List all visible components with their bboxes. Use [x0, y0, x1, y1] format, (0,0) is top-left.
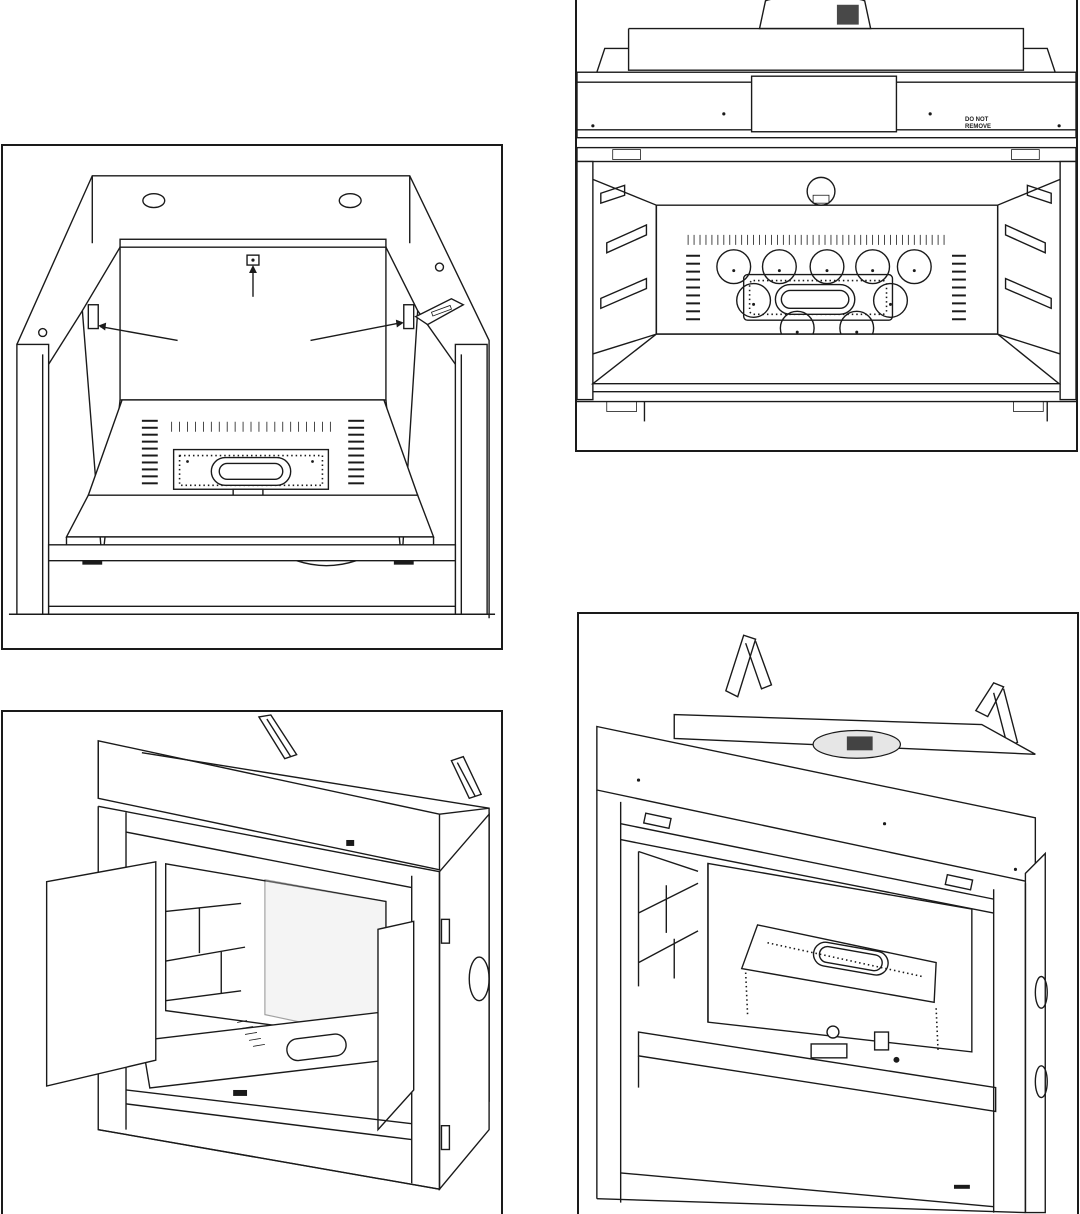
brick-pattern [639, 852, 699, 987]
gas-valve [811, 1044, 847, 1058]
do-not-label: DO NOT [965, 117, 988, 123]
brick-pattern-right [1006, 185, 1052, 308]
hearth-lip [593, 334, 1059, 384]
top-rail [120, 239, 386, 247]
firebox-open-doors-drawing [3, 712, 501, 1214]
left-frame-post [17, 344, 49, 614]
left-door-open [47, 862, 156, 1086]
right-frame-post [455, 344, 487, 614]
vent-hole [339, 194, 361, 208]
viewing-window [752, 76, 897, 132]
figure-burner-installation-view [577, 612, 1079, 1214]
top-face-panel [98, 741, 439, 870]
burner-port [775, 285, 854, 315]
fastener-circle [807, 177, 835, 205]
brick-pattern-left [601, 185, 647, 308]
burner-installation-drawing [579, 614, 1077, 1214]
right-bracket [404, 305, 414, 329]
figure-interior-front-view [1, 144, 503, 650]
hearth-lip [66, 495, 433, 537]
firebox-front-drawing [3, 146, 501, 648]
left-bracket [88, 305, 98, 329]
base-frame [49, 545, 456, 614]
standoff-bracket [726, 635, 756, 697]
vent-hole [143, 194, 165, 208]
burner-port [211, 458, 290, 486]
standoff-bracket [451, 757, 481, 799]
figure-interior-close-up-view: DO NOT REMOVE [575, 0, 1078, 452]
figure-open-doors-view [1, 710, 503, 1214]
standoff-bracket [976, 683, 1004, 717]
top-rail [577, 148, 1076, 162]
firebox-close-up-drawing [577, 0, 1076, 450]
right-door-open [378, 921, 414, 1129]
remove-label: REMOVE [965, 124, 991, 130]
pilot-assembly [875, 1032, 889, 1050]
